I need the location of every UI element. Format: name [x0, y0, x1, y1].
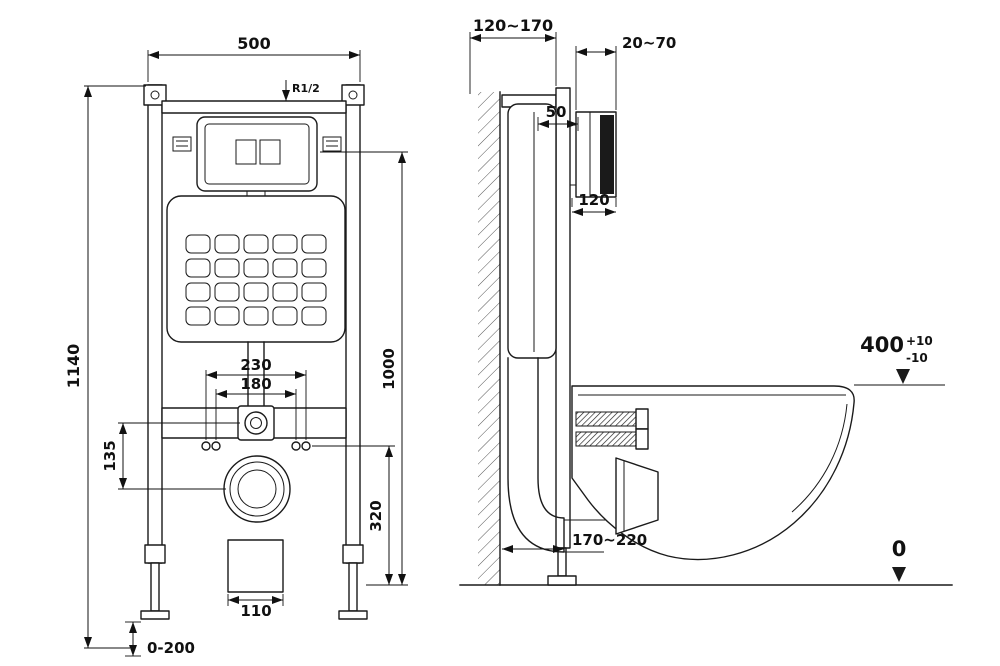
dim-bolt-outer-label: 230	[240, 356, 271, 374]
side-foot-plate	[547, 575, 577, 586]
fixing-bolt-hole	[291, 441, 301, 451]
dim-plate-height-label: 1000	[380, 348, 398, 390]
plate-bracket-left	[172, 136, 192, 152]
outlet-cone	[615, 457, 659, 535]
foot-rod-right	[348, 562, 358, 612]
side-view: 120~170 20~70 50 120 170~220 400 +10	[459, 16, 953, 586]
dim-tol-plus-label: +10	[906, 334, 933, 348]
dim-plate-depth-label: 20~70	[622, 34, 676, 52]
dim-floor-label: 0	[892, 537, 907, 561]
foot-rod-left	[150, 562, 160, 612]
flush-button-small	[235, 139, 257, 165]
front-view: 500 R1/2 1140 230 180 135	[64, 34, 408, 657]
dim-bowl-height-label: 400	[860, 333, 904, 357]
dim-drain-height-label: 320	[367, 500, 385, 531]
access-grid	[185, 234, 327, 326]
bottom-bracket	[227, 539, 284, 593]
flush-button-large	[259, 139, 281, 165]
foot-plate-left	[140, 610, 170, 620]
wall-hatch	[478, 92, 500, 585]
front-dimensions: 500 R1/2 1140 230 180 135	[64, 34, 408, 657]
dim-bolt-inner-label: 180	[240, 375, 271, 393]
dim-outlet-width-label: 110	[240, 602, 271, 620]
foot-plate-right	[338, 610, 368, 620]
fixing-bolt-hole	[211, 441, 221, 451]
fixing-bolt-hole	[301, 441, 311, 451]
dim-foot-adjust-label: 0-200	[147, 639, 195, 657]
side-flush-plate	[570, 111, 617, 198]
dim-flange-offset-label: 135	[101, 440, 119, 471]
dim-tol-minus-label: -10	[906, 351, 928, 365]
drain-outlet	[223, 455, 291, 523]
level-marker-400	[896, 369, 910, 384]
fixing-bolt-hole	[201, 441, 211, 451]
cistern-tank	[166, 195, 346, 343]
level-marker-0	[892, 567, 906, 582]
dim-cistern-depth-label: 120	[578, 191, 609, 209]
dim-inlet-thread-label: R1/2	[292, 82, 320, 95]
toilet-bowl	[571, 385, 855, 561]
flush-plate	[172, 116, 342, 198]
dim-bracket-label: 50	[546, 103, 567, 121]
dim-frame-depth-label: 120~170	[473, 16, 553, 35]
dim-height-label: 1140	[64, 344, 83, 389]
side-dimensions: 120~170 20~70 50 120 170~220 400 +10	[469, 16, 945, 582]
dim-width-label: 500	[237, 34, 270, 53]
dim-outlet-offset-label: 170~220	[572, 531, 647, 549]
side-cistern	[507, 103, 616, 553]
plate-bracket-right	[322, 136, 342, 152]
fixing-rods	[575, 408, 649, 450]
